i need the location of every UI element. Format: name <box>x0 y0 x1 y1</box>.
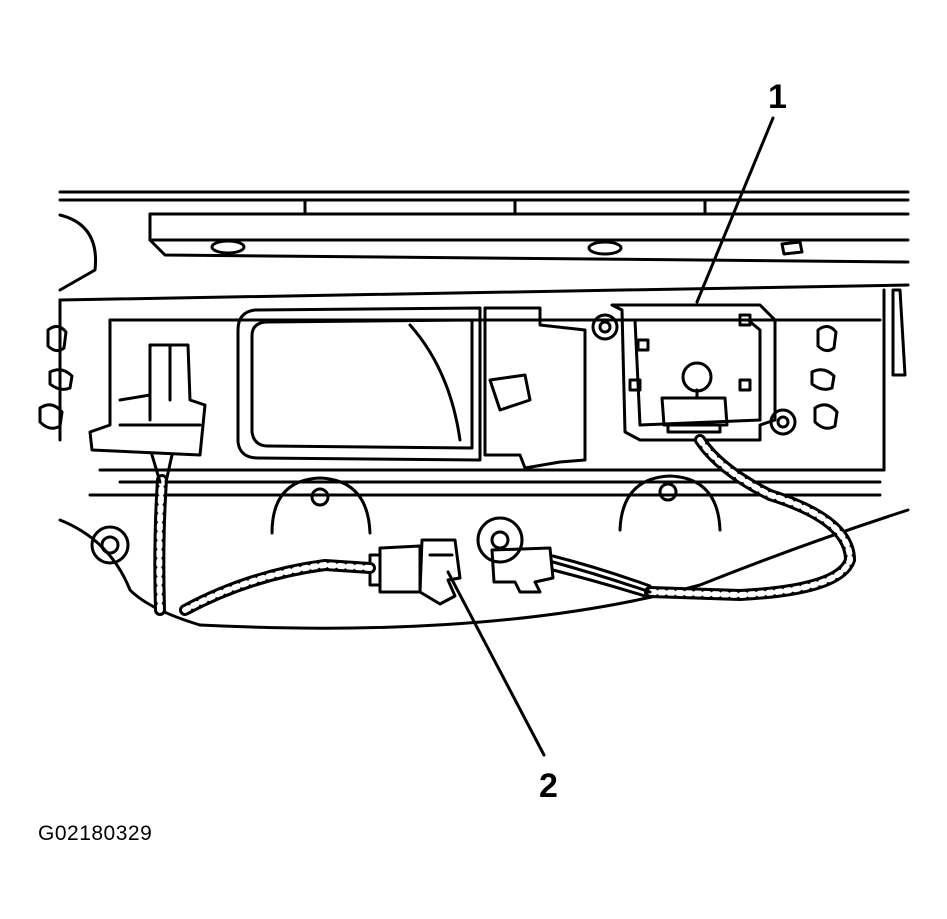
figure-id: G02180329 <box>38 822 153 845</box>
leader-line-2 <box>446 570 546 757</box>
wire-harness <box>150 434 856 616</box>
leader-line-1 <box>695 116 775 304</box>
mounting-bosses <box>90 474 722 565</box>
top-rail <box>58 190 910 264</box>
left-bracket <box>88 318 207 457</box>
left-lugs <box>38 325 74 430</box>
right-lugs <box>810 325 839 430</box>
leader-lines <box>446 116 775 757</box>
harness-connector <box>368 516 555 606</box>
handle-pocket <box>236 306 587 470</box>
switch-assembly <box>591 303 797 442</box>
callout-2: 2 <box>539 767 558 805</box>
callout-1: 1 <box>768 78 787 116</box>
